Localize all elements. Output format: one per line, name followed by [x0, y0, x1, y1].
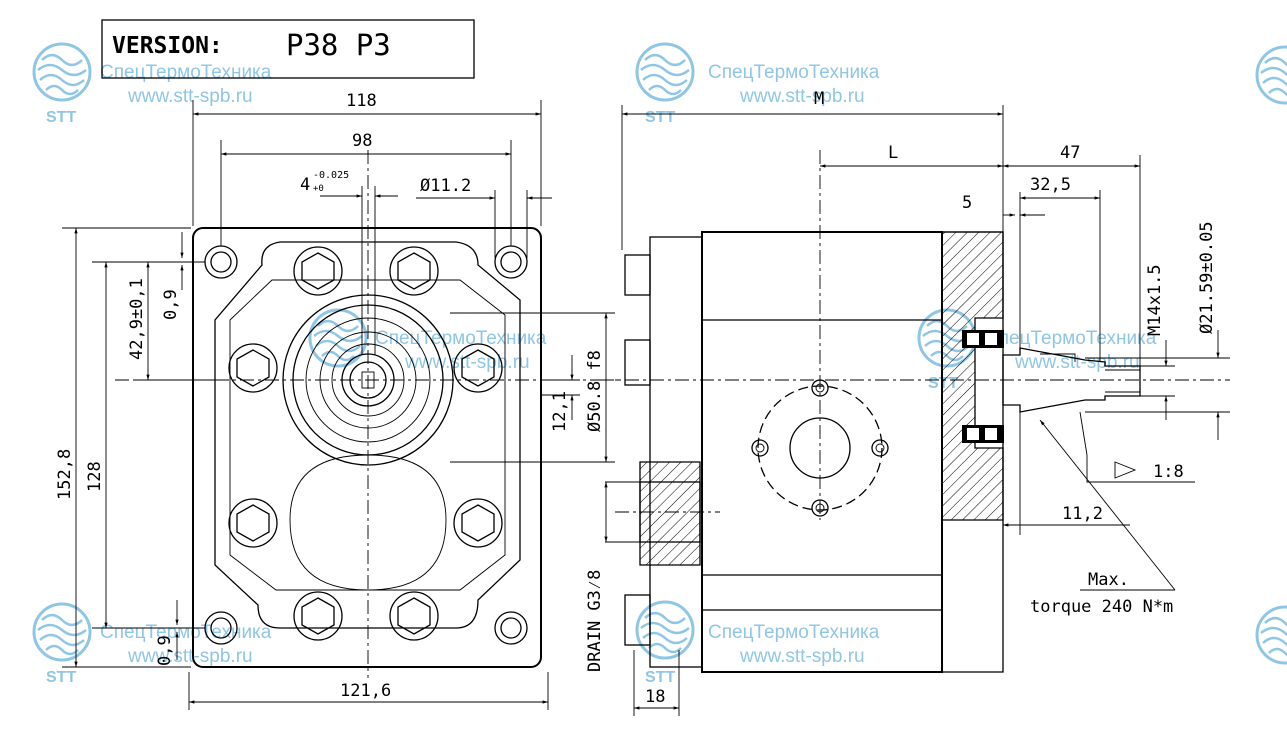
dim-pilot: Ø50.8 f8 — [585, 350, 605, 432]
dim-height-outer: 152,8 — [55, 449, 75, 500]
gear-chamber-outline — [289, 454, 447, 591]
dim-11-2: 11,2 — [1062, 504, 1103, 524]
drain-label: DRAIN G3⁄8 — [585, 570, 605, 672]
watermark-url: www.stt-spb.ru — [127, 86, 253, 107]
watermark-bottom-center: STT СпецТермоТехника www.stt-spb.ru — [635, 600, 880, 686]
watermark-url: www.stt-spb.ru — [127, 646, 253, 667]
taper-ratio: 1:8 — [1153, 462, 1184, 482]
torque-title: Max. — [1088, 570, 1129, 590]
dim-key-tol-lower: +0 — [313, 184, 324, 194]
watermark-logo-text: STT — [645, 109, 675, 126]
hex-bolt — [293, 246, 343, 296]
dim-key: 4 — [300, 175, 310, 195]
port-bolt-hole — [811, 499, 829, 517]
watermark-logo-text: STT — [645, 669, 675, 686]
dim-shaft-height: 12,1 — [550, 391, 570, 432]
watermark-company: СпецТермоТехника — [100, 62, 272, 83]
front-view-dimensions: 118 98 4 -0.025 +0 Ø11.2 152,8 128 42,9±… — [55, 91, 615, 710]
front-view — [115, 150, 620, 678]
watermark-company: СпецТермоТехника — [100, 622, 272, 643]
version-box: VERSION: P38 P3 — [101, 19, 475, 79]
dim-key-tol-upper: -0.025 — [313, 170, 349, 181]
watermark-edge-right — [1255, 45, 1287, 665]
dim-shaft-dia: Ø21.59±0.05 — [1197, 221, 1217, 334]
pump-body-side — [701, 231, 943, 673]
dim-width-outer: 118 — [346, 91, 377, 111]
dim-5: 5 — [962, 193, 972, 213]
watermark-url: www.stt-spb.ru — [739, 646, 865, 667]
port-bolt-hole — [811, 379, 829, 397]
port-bolt-hole — [751, 439, 769, 457]
mounting-hole — [494, 245, 528, 279]
dim-hole: Ø11.2 — [420, 176, 471, 196]
watermark-company: СпецТермоТехника — [985, 328, 1157, 349]
version-value: P38 P3 — [286, 28, 391, 62]
dim-width-bolt: 98 — [352, 131, 372, 151]
dim-base-width: 121,6 — [340, 681, 391, 701]
dim-M: M — [814, 89, 824, 109]
hex-bolt — [293, 591, 343, 641]
watermark-logo-text: STT — [46, 669, 76, 686]
dim-thread: M14x1.5 — [1145, 264, 1165, 336]
port-flange-pcd — [757, 385, 883, 511]
torque-value: torque 240 N*m — [1030, 597, 1173, 617]
mounting-hole — [204, 245, 238, 279]
watermark-url: www.stt-spb.ru — [1014, 352, 1140, 373]
dim-height-bolt: 128 — [85, 461, 105, 492]
dim-L: L — [888, 143, 898, 163]
watermark-logo-text: STT — [46, 109, 76, 126]
watermark-url: www.stt-spb.ru — [404, 352, 530, 373]
port-bolt-hole — [871, 439, 889, 457]
drain-port-section — [639, 461, 701, 566]
watermark-url: www.stt-spb.ru — [739, 86, 865, 107]
hex-bolt — [389, 246, 439, 296]
hex-bolt — [228, 343, 278, 393]
hex-bolt — [228, 498, 278, 548]
mounting-hole — [494, 611, 528, 645]
dim-32-5: 32,5 — [1030, 175, 1071, 195]
version-label: VERSION: — [112, 33, 223, 59]
pump-body-outline — [214, 241, 521, 629]
watermark-company: СпецТермоТехника — [708, 622, 880, 643]
dim-offset: 42,9±0,1 — [127, 278, 147, 360]
dim-gap-bottom: 0,9 — [155, 635, 175, 666]
shaft-end — [349, 361, 387, 399]
hex-bolt — [453, 498, 503, 548]
dim-gap-top: 0,9 — [161, 289, 181, 320]
dim-47: 47 — [1060, 143, 1080, 163]
side-view — [600, 150, 1230, 673]
port-bore — [789, 417, 851, 479]
taper-symbol — [1114, 461, 1137, 479]
front-flange-section — [941, 231, 1004, 521]
base-flange-outline — [192, 227, 542, 668]
hex-bolt — [453, 343, 503, 393]
watermark-company: СпецТермоТехника — [708, 62, 880, 83]
hex-bolt — [389, 591, 439, 641]
dim-18: 18 — [645, 687, 665, 707]
watermark-bottom-left: STT СпецТермоТехника www.stt-spb.ru — [32, 602, 272, 686]
watermark-company: СпецТермоТехника — [375, 328, 547, 349]
side-view-dimensions: M L 47 32,5 5 M14x1.5 Ø21.59±0.05 1:8 — [585, 89, 1230, 716]
pilot-circle — [282, 294, 454, 466]
